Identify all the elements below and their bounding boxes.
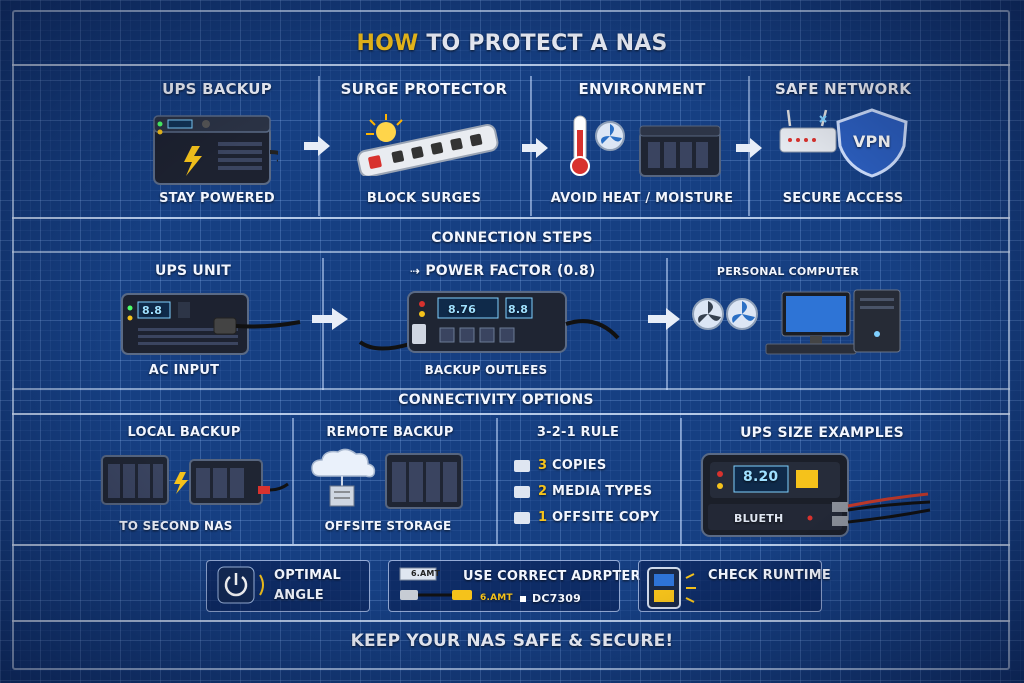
vpn-label: VPN — [852, 132, 892, 151]
computer-with-fans-icon — [692, 289, 901, 355]
arrow-right-icon — [312, 308, 348, 330]
page-title: HOW TO PROTECT A NAS — [357, 31, 668, 56]
row3-divider-2 — [496, 418, 498, 544]
tip-optimal-angle-line2: ANGLE — [274, 588, 324, 603]
tip-optimal-angle-line1: OPTIMAL — [274, 568, 341, 583]
arrow-right-icon — [736, 138, 762, 158]
section3-divider — [12, 413, 1010, 415]
ups-battery-icon — [153, 115, 278, 185]
title-divider — [12, 64, 1010, 66]
row4-divider-bottom — [12, 620, 1010, 622]
ups-unit-display: 8.8 — [142, 304, 163, 317]
adapter-model: DC7309 — [520, 592, 581, 605]
row1-caption-environment: AVOID HEAT / MOISTURE — [550, 191, 734, 206]
row2-caption-ac-input: AC INPUT — [148, 363, 220, 378]
row2-caption-backup-outlees: BACKUP OUTLEES — [424, 363, 548, 377]
row2-heading-ups-unit: UPS UNIT — [154, 263, 232, 279]
row1-caption-ups: STAY POWERED — [159, 191, 275, 206]
backup-panel-display-1: 8.76 — [448, 303, 476, 316]
document-icon — [514, 459, 530, 472]
arrow-right-icon — [522, 138, 548, 158]
backup-panel-display-2: 8.8 — [508, 303, 529, 316]
battery-runtime-icon — [647, 567, 696, 609]
section2-divider — [12, 251, 1010, 253]
dashed-arrow-icon: ⇢ — [410, 264, 421, 278]
row3-caption-remote: OFFSITE STORAGE — [324, 519, 452, 533]
document-icon — [514, 485, 530, 498]
outer-frame — [12, 10, 1010, 670]
row1-heading-ups: UPS BACKUP — [162, 80, 272, 98]
row3-divider-1 — [292, 418, 294, 544]
nas-to-nas-icon — [101, 455, 289, 505]
cloud-nas-icon — [311, 448, 463, 509]
row2-heading-computer: PERSONAL COMPUTER — [716, 265, 860, 278]
backup-ups-panel-icon — [358, 291, 620, 353]
rule-item-media-types: 2 MEDIA TYPES — [514, 484, 652, 499]
row3-caption-local: TO SECOND NAS — [119, 519, 233, 533]
title-rest: TO PROTECT A NAS — [418, 31, 668, 56]
document-icon — [514, 511, 530, 524]
row3-heading-local: LOCAL BACKUP — [127, 425, 241, 440]
adapter-cable-icon — [399, 567, 472, 600]
arrow-right-icon — [648, 308, 680, 330]
adapter-chip-label-1: 6.AMT — [411, 569, 441, 578]
arrow-right-icon — [304, 136, 330, 156]
row2-divider-1 — [322, 258, 324, 390]
row1-caption-network: SECURE ACCESS — [782, 191, 904, 206]
row3-divider-bottom — [12, 544, 1010, 546]
ups-size-display: 8.20 — [743, 469, 779, 485]
row1-divider-bottom — [12, 217, 1010, 219]
section-connection-steps: CONNECTION STEPS — [431, 230, 593, 246]
tip-runtime-text: CHECK RUNTIME — [708, 568, 832, 583]
section-connectivity-options: CONNECTIVITY OPTIONS — [398, 392, 594, 408]
row1-heading-surge: SURGE PROTECTOR — [340, 80, 508, 98]
large-ups-icon — [701, 453, 931, 537]
row1-heading-environment: ENVIRONMENT — [578, 80, 706, 98]
row2-heading-power-factor: ⇢ POWER FACTOR (0.8) — [410, 263, 596, 279]
row2-heading-power-factor-text: POWER FACTOR (0.8) — [425, 263, 596, 279]
footer-slogan: KEEP YOUR NAS SAFE & SECURE! — [350, 631, 674, 651]
row3-heading-remote: REMOTE BACKUP — [326, 425, 454, 440]
ups-brand-label: BLUETH — [734, 512, 784, 525]
router-vpn-shield-icon — [779, 108, 908, 178]
row3-heading-ups-size: UPS SIZE EXAMPLES — [740, 425, 904, 441]
thermometer-fan-nas-icon — [570, 115, 721, 177]
bullet-icon — [520, 596, 526, 602]
tip-adapter-text: USE CORRECT ADRPTER — [463, 569, 641, 584]
surge-protector-icon — [357, 114, 499, 176]
adapter-chip-label-2: 6.AMT — [480, 593, 513, 603]
ups-unit-icon — [121, 293, 301, 355]
title-highlight: HOW — [356, 31, 419, 56]
rule-item-offsite-copy: 1 OFFSITE COPY — [514, 510, 659, 525]
row1-heading-network: SAFE NETWORK — [774, 80, 912, 98]
row3-divider-3 — [680, 418, 682, 544]
power-button-icon — [217, 566, 264, 604]
row1-caption-surge: BLOCK SURGES — [366, 191, 482, 206]
row2-divider-bottom — [12, 388, 1010, 390]
rule-item-copies: 3 COPIES — [514, 458, 606, 473]
row3-heading-rule: 3-2-1 RULE — [536, 425, 620, 440]
